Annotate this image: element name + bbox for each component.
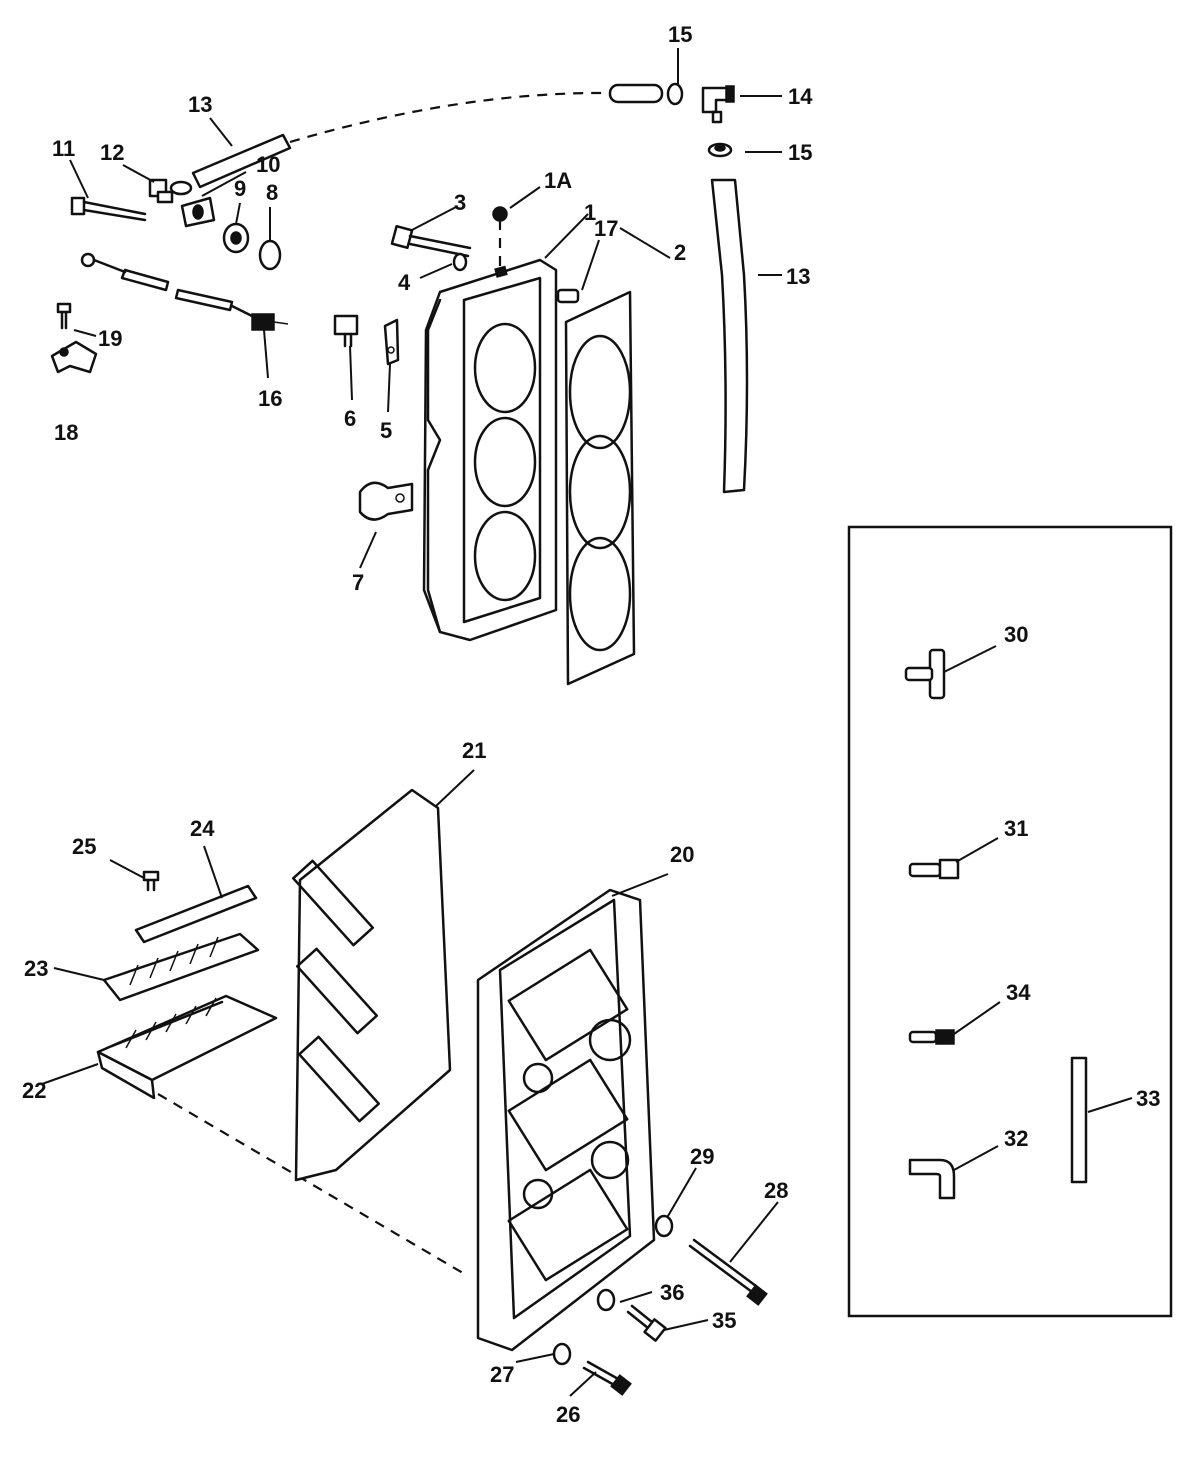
part-21-reed-plate-gasket bbox=[291, 788, 452, 1182]
callout-25: 25 bbox=[72, 834, 96, 859]
callout-19: 19 bbox=[98, 326, 122, 351]
part-13-hose-long bbox=[710, 178, 749, 494]
callout-4: 4 bbox=[398, 270, 411, 295]
callout-10: 10 bbox=[256, 152, 280, 177]
callout-23: 23 bbox=[24, 956, 48, 981]
part-13-hose-upper bbox=[191, 133, 292, 189]
callout-3: 3 bbox=[454, 190, 466, 215]
callout-20: 20 bbox=[670, 842, 694, 867]
callout-16: 16 bbox=[258, 386, 282, 411]
part-15-ring-upper bbox=[666, 82, 684, 106]
part-20-intake-manifold bbox=[476, 888, 656, 1352]
part-8-o-ring bbox=[258, 239, 282, 271]
part-1-cylinder-head bbox=[422, 258, 558, 642]
leader-lines bbox=[41, 48, 1133, 1397]
part-22-reed-block bbox=[96, 994, 278, 1100]
part-32-elbow-fitting bbox=[908, 1158, 956, 1200]
part-30-tee-fitting bbox=[904, 648, 946, 700]
callout-22: 22 bbox=[22, 1078, 46, 1103]
part-16-sensor-wire bbox=[80, 252, 289, 331]
part-15-ring-lower bbox=[707, 142, 733, 158]
callout-1a: 1A bbox=[544, 168, 572, 193]
callout-15-top: 15 bbox=[668, 22, 692, 47]
callout-28: 28 bbox=[764, 1178, 788, 1203]
callout-32: 32 bbox=[1004, 1126, 1028, 1151]
callout-12: 12 bbox=[100, 140, 124, 165]
part-31-straight-fitting bbox=[908, 858, 960, 880]
callout-9: 9 bbox=[234, 176, 246, 201]
part-24-reed-stop bbox=[134, 884, 258, 944]
part-17-dowel bbox=[556, 288, 580, 304]
callout-18: 18 bbox=[54, 420, 78, 445]
part-3-bolt bbox=[390, 224, 472, 258]
part-4-washer bbox=[452, 252, 468, 272]
callout-36: 36 bbox=[660, 1280, 684, 1305]
callout-35: 35 bbox=[712, 1308, 736, 1333]
callout-15-right: 15 bbox=[788, 140, 812, 165]
callout-2: 2 bbox=[674, 240, 686, 265]
part-12-elbow bbox=[148, 178, 174, 204]
part-29-washer bbox=[654, 1214, 674, 1238]
part-10-housing bbox=[180, 196, 216, 228]
part-23-reed-petals bbox=[102, 932, 260, 1002]
part-2-head-gasket bbox=[564, 290, 636, 686]
part-1a-plug bbox=[492, 206, 508, 222]
callout-11: 11 bbox=[52, 136, 75, 161]
part-15-tube-piece bbox=[608, 83, 664, 104]
callout-33: 33 bbox=[1136, 1086, 1160, 1111]
callout-34: 34 bbox=[1006, 980, 1031, 1005]
part-25-screw bbox=[142, 870, 160, 892]
part-33-tube bbox=[1070, 1056, 1088, 1184]
callout-1: 1 bbox=[584, 200, 596, 225]
callout-31: 31 bbox=[1004, 816, 1028, 841]
part-11-bolt bbox=[70, 196, 147, 222]
callout-17: 17 bbox=[594, 216, 618, 241]
callout-7: 7 bbox=[352, 570, 364, 595]
part-26-bolt bbox=[582, 1360, 632, 1396]
part-27-washer bbox=[552, 1342, 572, 1366]
part-10-clamp-ring-small bbox=[169, 180, 193, 196]
callout-29: 29 bbox=[690, 1144, 714, 1169]
part-34-nipple-fitting bbox=[908, 1029, 955, 1045]
callout-26: 26 bbox=[556, 1402, 580, 1427]
guide-dashed-lower bbox=[157, 1093, 469, 1277]
part-36-washer bbox=[596, 1288, 616, 1312]
callout-13-right: 13 bbox=[786, 264, 810, 289]
part-28-long-bolt bbox=[688, 1238, 768, 1306]
fittings-inset-box bbox=[847, 525, 1173, 1318]
callout-14: 14 bbox=[788, 84, 813, 109]
part-7-clamp bbox=[358, 481, 414, 521]
routing-dashed-line-upper bbox=[289, 91, 607, 144]
part-18-clip bbox=[50, 340, 98, 374]
part-35-bolt bbox=[626, 1304, 667, 1342]
callout-24: 24 bbox=[190, 816, 215, 841]
part-19-screw bbox=[56, 302, 72, 330]
part-5-bracket bbox=[383, 318, 400, 366]
callout-21: 21 bbox=[462, 738, 486, 763]
callout-8: 8 bbox=[266, 180, 278, 205]
part-9-seal bbox=[222, 222, 250, 254]
callout-13-top: 13 bbox=[188, 92, 212, 117]
callout-5: 5 bbox=[380, 418, 392, 443]
callout-27: 27 bbox=[490, 1362, 514, 1387]
callout-30: 30 bbox=[1004, 622, 1028, 647]
callout-6: 6 bbox=[344, 406, 356, 431]
part-14-elbow-fitting bbox=[701, 85, 735, 124]
part-6-bolt bbox=[333, 314, 359, 348]
